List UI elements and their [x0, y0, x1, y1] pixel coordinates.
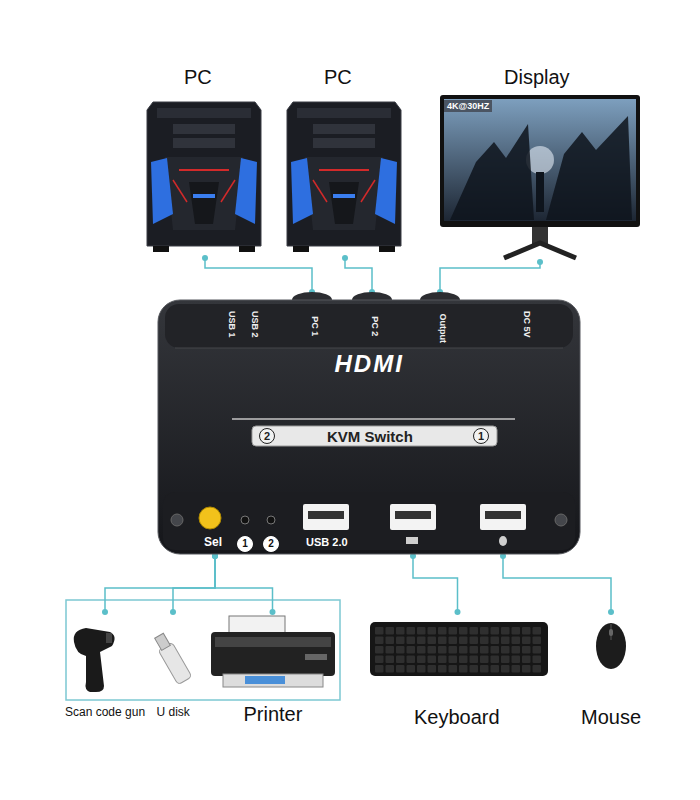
printer-icon: Printer [205, 612, 340, 724]
port-label: USB 1 [227, 311, 237, 338]
device-label: Scan code gun [65, 706, 145, 720]
kvm-switch-box: USB 1 USB 2 PC 1 PC 2 Output DC 5V HDMI 2 KVM Sw… [155, 292, 583, 556]
port-label: PC 2 [370, 316, 380, 336]
port-label: Output [438, 313, 448, 343]
port-label: USB 2.0 [306, 536, 348, 549]
cable-dot [455, 609, 461, 615]
cable-connector [437, 259, 543, 295]
scanner-icon: Scan code gun [52, 612, 158, 724]
display-monitor-art [436, 62, 644, 262]
cable-dot [102, 609, 108, 615]
led-number: 2 [263, 536, 279, 552]
port-label: USB 2 [250, 311, 260, 338]
cable-connector [212, 553, 276, 615]
pc-tower: PC [143, 62, 267, 258]
pc-tower-art [283, 62, 407, 258]
hdmi-logo: HDMI [335, 350, 404, 378]
button-label: Sel [204, 536, 222, 550]
kvm-switch-box-art [155, 292, 583, 556]
product-name: KVM Switch [327, 428, 413, 445]
keyboard-icon: Keyboard [365, 612, 550, 724]
cable-line [205, 258, 312, 292]
cable-connector [202, 255, 315, 295]
group-bracket [66, 600, 340, 700]
port-label: DC 5V [522, 311, 532, 338]
cable-line [173, 556, 215, 612]
cable-dot [537, 259, 543, 265]
cable-line [413, 556, 458, 612]
usb-disk-icon: U disk [150, 612, 196, 724]
channel-number: 1 [473, 428, 489, 444]
display-monitor: Display 4K@30HZ [436, 62, 644, 262]
cable-dot [608, 609, 614, 615]
mouse-icon: Mouse [575, 612, 647, 724]
cable-dot [270, 609, 276, 615]
cable-line [345, 258, 372, 292]
resolution-badge: 4K@30HZ [444, 100, 492, 112]
cable-line [503, 556, 611, 612]
cable-dot [170, 609, 176, 615]
led-number: 1 [237, 536, 253, 552]
device-label: Keyboard [414, 706, 500, 729]
pc-tower: PC [283, 62, 407, 258]
device-label: Mouse [581, 706, 641, 729]
channel-number: 2 [259, 428, 275, 444]
cable-line [215, 556, 273, 612]
pc-tower-art [143, 62, 267, 258]
device-label: Printer [244, 703, 303, 726]
cable-connector [102, 553, 218, 615]
device-label: U disk [157, 706, 190, 720]
cable-dot [202, 255, 208, 261]
device-label: PC [324, 66, 352, 89]
cable-line [440, 262, 540, 292]
cable-connector [342, 255, 375, 295]
cable-line [105, 556, 215, 612]
cable-dot [342, 255, 348, 261]
cable-connector [170, 553, 218, 615]
port-label: PC 1 [310, 316, 320, 336]
cable-connector [410, 553, 461, 615]
device-label: PC [184, 66, 212, 89]
cable-connector [500, 553, 614, 615]
device-label: Display [504, 66, 570, 89]
